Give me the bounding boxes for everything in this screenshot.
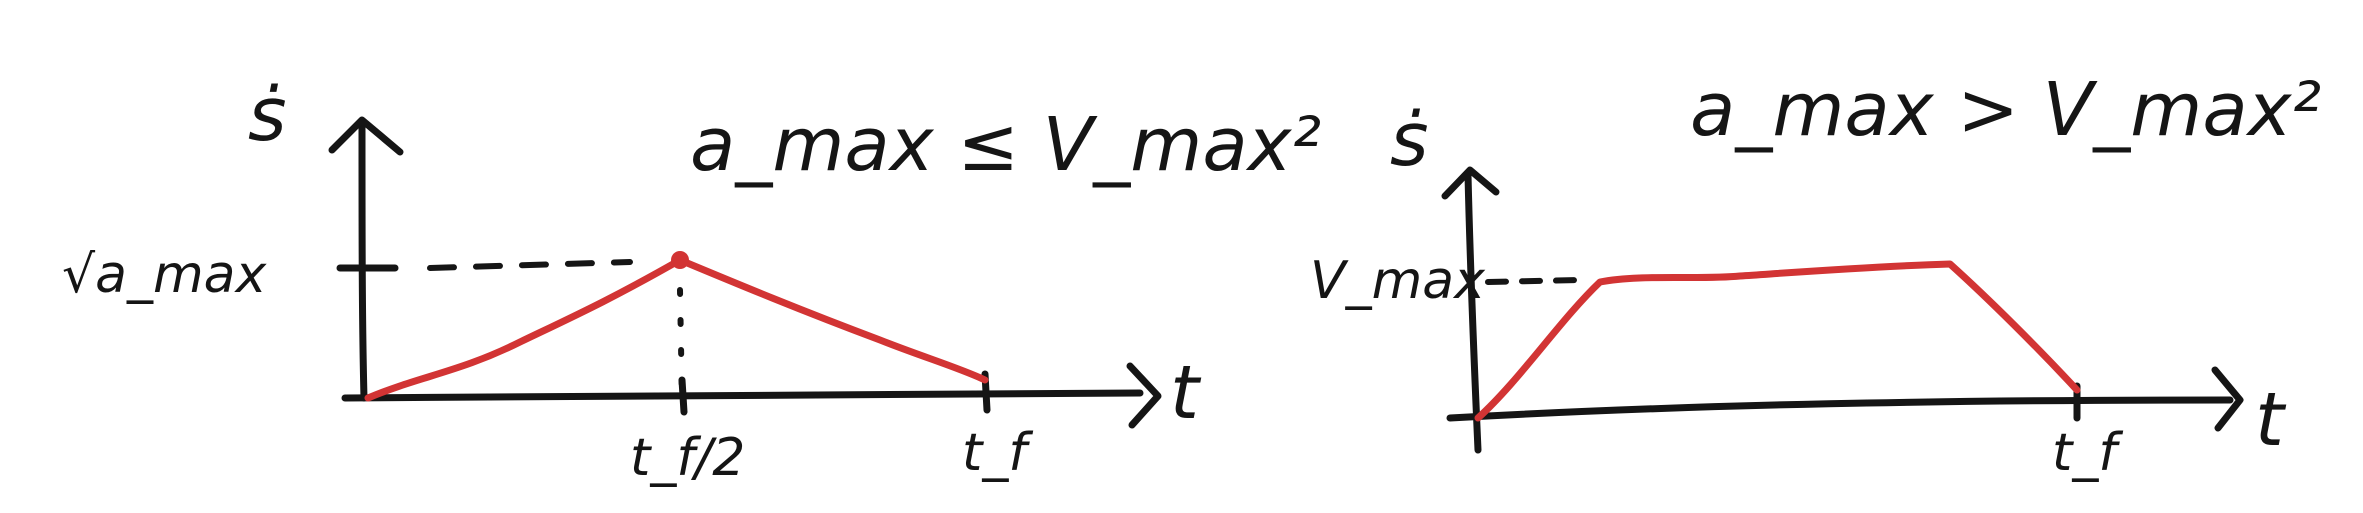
left-condition-label: a_max ≤ V_max² bbox=[690, 102, 1321, 188]
right-velocity-profile bbox=[1474, 260, 2081, 422]
left-plot: ṡ t a_max ≤ V_max² √a_max t_f/2 t_f bbox=[62, 72, 1321, 488]
right-y-axis bbox=[1464, 171, 1482, 454]
left-y-axis-label: ṡ bbox=[248, 72, 287, 158]
right-condition-label: a_max > V_max² bbox=[1690, 67, 2321, 153]
right-dashed-guide bbox=[1485, 277, 1583, 285]
left-y-tick-label: √a_max bbox=[62, 245, 268, 305]
left-y-arrowhead bbox=[328, 116, 404, 156]
left-x-arrowhead bbox=[1126, 362, 1162, 429]
right-x-tick-end-label: t_f bbox=[2052, 423, 2123, 483]
right-y-arrowhead bbox=[1441, 166, 1500, 200]
left-velocity-profile bbox=[364, 256, 989, 402]
right-x-axis-label: t bbox=[2255, 377, 2287, 463]
left-x-tick-mid bbox=[678, 376, 688, 416]
left-dashed-guide bbox=[427, 259, 633, 271]
left-y-axis bbox=[358, 121, 368, 402]
left-x-axis bbox=[341, 389, 1144, 402]
right-plot: ṡ t a_max > V_max² V_max t_f bbox=[1310, 67, 2321, 483]
right-x-axis bbox=[1446, 396, 2234, 422]
left-x-tick-mid-label: t_f/2 bbox=[630, 428, 745, 488]
left-peak-marker bbox=[671, 251, 689, 269]
left-x-tick-end-label: t_f bbox=[962, 423, 1033, 483]
right-y-axis-label: ṡ bbox=[1390, 97, 1429, 183]
right-x-arrowhead bbox=[2211, 366, 2244, 432]
left-x-axis-label: t bbox=[1170, 350, 1202, 436]
right-y-tick-label: V_max bbox=[1310, 251, 1486, 311]
